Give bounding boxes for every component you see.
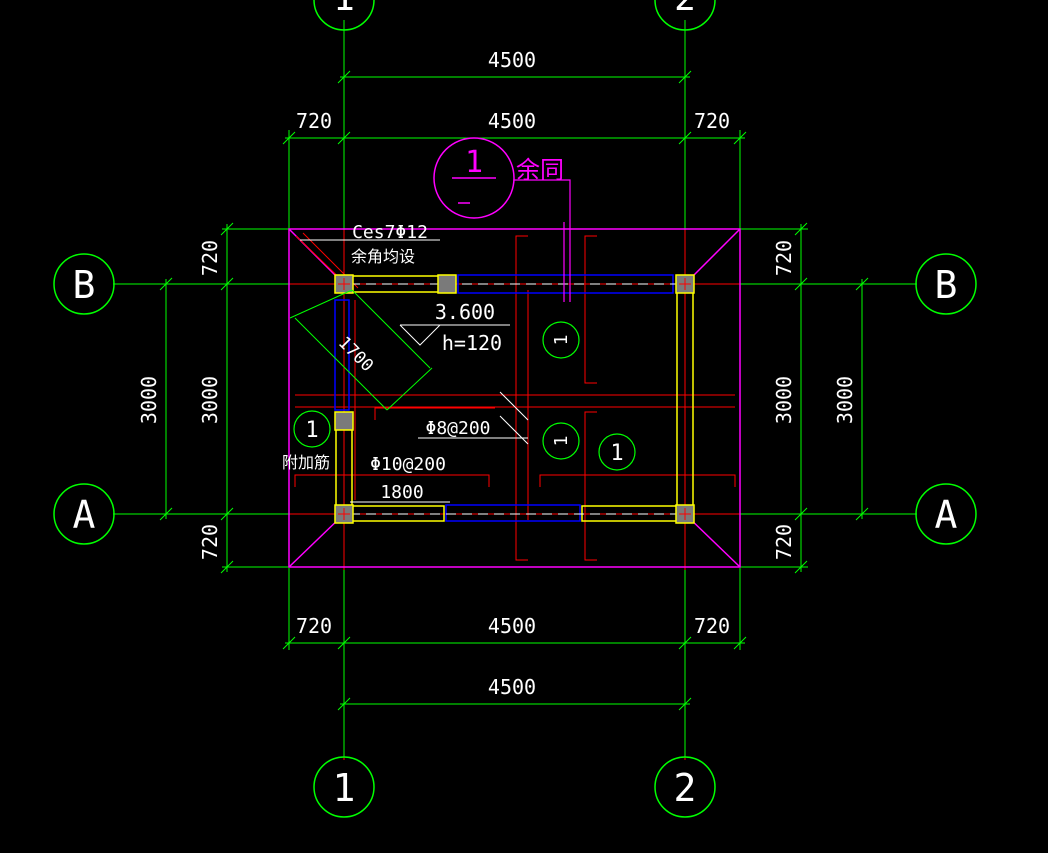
section-note: 余同 [516,156,564,184]
rebar-phi8-leader [418,391,529,445]
slab-thickness: h=120 [442,331,502,355]
svg-text:1: 1 [551,436,572,447]
rebar-phi10-label: Φ10@200 [370,454,446,475]
dim-top-left-overhang: 720 [296,109,332,133]
dim-left-bottom-overhang: 720 [198,524,222,560]
grid-bubble-2-bottom: 2 [654,756,716,818]
svg-text:A: A [935,493,958,537]
level-annotation [399,324,510,346]
svg-text:1: 1 [333,0,355,19]
dim-right-overall: 3000 [833,376,857,424]
detail-mark-a: 1 [542,321,580,359]
grid-bubble-B-right: B [915,253,977,315]
svg-text:1: 1 [551,335,572,346]
column-mid-1 [334,411,354,431]
beam-centerlines [350,283,680,515]
diagonal-dim-text: 1700 [334,333,377,376]
grid-bubble-A-left: A [53,483,115,545]
grid-bubble-B-left: B [53,253,115,315]
detail-mark-b: 1 [542,422,580,460]
corner-rebar-note: 余角均设 [351,247,415,266]
dim-bottom-overall: 4500 [488,675,536,699]
section-mark: 1 余同 [433,137,571,302]
dimension-texts: 4500 720 4500 720 720 4500 720 4500 720 … [137,48,857,699]
svg-text:2: 2 [674,0,696,19]
dim-top-right-overhang: 720 [694,109,730,133]
svg-text:2: 2 [674,766,697,810]
dim-bottom-bay: 4500 [488,614,536,638]
length-1800-label: 1800 [380,482,423,503]
grid-bubble-2-top: 2 [654,0,716,31]
dimension-lines [159,70,869,711]
level-value: 3.600 [435,300,495,324]
grid-bubble-A-right: A [915,483,977,545]
section-number: 1 [465,145,483,180]
svg-text:1: 1 [610,441,623,466]
corner-rebar-spec: Ces7Φ12 [352,222,428,243]
detail-mark-c: 1 [598,433,636,471]
svg-text:1: 1 [333,766,356,810]
detail-mark-d: 1 [293,410,331,448]
dim-left-overall: 3000 [137,376,161,424]
dim-top-overall: 4500 [488,48,536,72]
diagonal-dimension [289,289,433,411]
dim-right-span: 3000 [772,376,796,424]
dim-top-bay: 4500 [488,109,536,133]
dim-right-bottom-overhang: 720 [772,524,796,560]
dim-bottom-right-overhang: 720 [694,614,730,638]
svg-text:B: B [935,263,958,307]
column-center-marks [338,278,691,520]
svg-text:A: A [73,493,96,537]
axis-extension-lines [113,20,917,757]
column-B-mid [437,274,457,294]
dim-left-top-overhang: 720 [198,240,222,276]
rebar-lines [294,232,736,561]
svg-text:B: B [73,263,96,307]
dim-bottom-left-overhang: 720 [296,614,332,638]
dim-right-top-overhang: 720 [772,240,796,276]
svg-text:1: 1 [305,418,318,443]
corner-rebar-annotation: Ces7Φ12 余角均设 [300,222,440,266]
dim-left-span: 3000 [198,376,222,424]
rebar-phi8-label: Φ8@200 [425,418,490,439]
grid-bubble-1-bottom: 1 [313,756,375,818]
grid-bubble-1-top: 1 [313,0,375,31]
extra-bar-label: 附加筋 [282,453,330,472]
